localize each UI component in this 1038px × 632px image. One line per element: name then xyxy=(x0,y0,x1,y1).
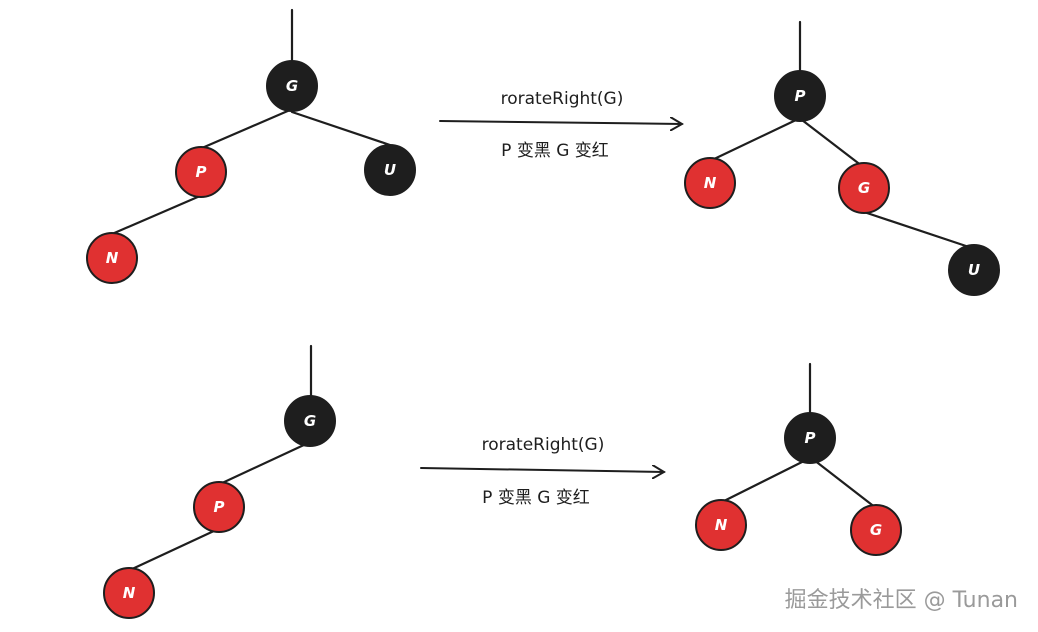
edge-p-n xyxy=(710,118,798,162)
node-u-label: U xyxy=(968,261,980,279)
node-g-label: G xyxy=(858,179,870,197)
node-p: P xyxy=(193,481,245,533)
node-n: N xyxy=(684,157,736,209)
node-g-label: G xyxy=(870,521,882,539)
edge-p-n xyxy=(128,528,218,572)
node-n: N xyxy=(695,499,747,551)
node-g: G xyxy=(266,60,318,112)
rotation-arrow-top: rorateRight(G) P 变黑 G 变红 xyxy=(439,89,682,161)
node-n-label: N xyxy=(106,249,119,267)
operation-label: rorateRight(G) xyxy=(501,89,624,109)
arrow-right-icon xyxy=(420,468,664,472)
node-n: N xyxy=(103,567,155,619)
node-n-label: N xyxy=(704,174,717,192)
node-u: U xyxy=(364,144,416,196)
node-n: N xyxy=(86,232,138,284)
tree-before-with-uncle: G P U N xyxy=(86,8,416,284)
edge-p-g xyxy=(812,458,878,510)
node-g: G xyxy=(284,395,336,447)
tree-after-with-uncle: P N G U xyxy=(684,20,1000,296)
watermark: 掘金技术社区 @ Tunan xyxy=(784,588,1018,613)
tree-before-no-uncle: G P N xyxy=(103,344,336,619)
recolor-label: P 变黑 G 变红 xyxy=(501,141,609,161)
node-n-label: N xyxy=(123,584,136,602)
recolor-label: P 变黑 G 变红 xyxy=(482,488,590,508)
edge-p-n xyxy=(720,458,808,504)
node-p: P xyxy=(774,70,826,122)
node-p-label: P xyxy=(795,87,806,105)
node-u-label: U xyxy=(384,161,396,179)
edge-g-u xyxy=(290,110,392,147)
node-p: P xyxy=(784,412,836,464)
node-p-label: P xyxy=(805,429,816,447)
node-g: G xyxy=(838,162,890,214)
edge-g-p xyxy=(200,108,292,150)
edge-g-p xyxy=(218,442,308,486)
arrow-right-icon xyxy=(439,121,682,124)
edge-g-u xyxy=(862,210,974,250)
rotation-arrow-bottom: rorateRight(G) P 变黑 G 变红 xyxy=(420,435,664,508)
operation-label: rorateRight(G) xyxy=(482,435,605,455)
edge-p-n xyxy=(110,194,202,236)
node-p: P xyxy=(175,146,227,198)
node-g-label: G xyxy=(304,412,316,430)
node-p-label: P xyxy=(196,163,207,181)
edge-p-g xyxy=(800,118,864,168)
node-p-label: P xyxy=(214,498,225,516)
node-u: U xyxy=(948,244,1000,296)
node-g: G xyxy=(850,504,902,556)
tree-after-no-uncle: P N G xyxy=(695,362,902,556)
node-g-label: G xyxy=(286,77,298,95)
node-n-label: N xyxy=(715,516,728,534)
